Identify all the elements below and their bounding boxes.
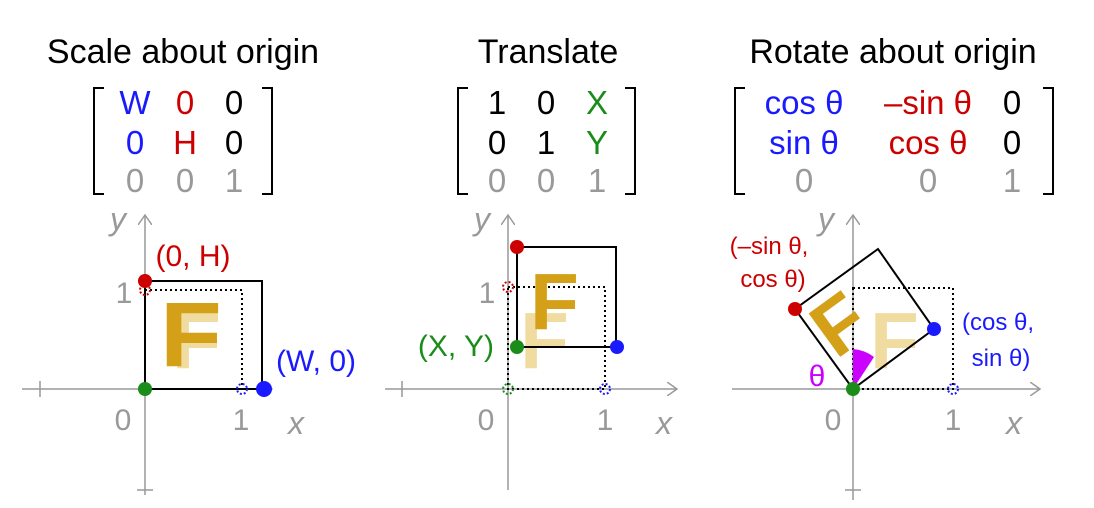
panel-title: Translate <box>478 33 618 71</box>
matrix-cell: X <box>586 84 608 121</box>
axis-one-label: 1 <box>597 404 614 437</box>
point-top <box>138 274 152 288</box>
origin-point <box>138 382 152 396</box>
label-right-line2: sin θ) <box>972 345 1031 372</box>
point-ghost <box>502 383 514 395</box>
panel-scale: Scale about origin W 0 0 0 H 0 0 0 1 0 1… <box>22 33 356 495</box>
matrix-cell: Y <box>586 124 608 161</box>
point-right <box>610 340 624 354</box>
translated-square <box>516 246 617 348</box>
panel-title: Rotate about origin <box>749 33 1036 71</box>
matrix-cell: 1 <box>588 162 606 199</box>
axis-zero-label: 0 <box>478 404 495 437</box>
point-top <box>510 240 524 254</box>
axes: 0 1 x y <box>732 201 1040 500</box>
unit-square-original <box>852 287 954 390</box>
matrix-cell: sin θ <box>769 124 839 161</box>
matrix-cell: 0 <box>537 162 555 199</box>
matrix-cell: 1 <box>488 84 506 121</box>
point-top <box>788 302 802 316</box>
matrix-cell: 0 <box>537 84 555 121</box>
matrix-cell: H <box>173 124 197 161</box>
f-glyph-original: F <box>520 296 569 385</box>
matrix-cell: 0 <box>1003 124 1021 161</box>
axis-zero-label: 0 <box>115 404 132 437</box>
axis-one-label: 1 <box>945 404 962 437</box>
point-right <box>927 322 941 336</box>
axis-one-label: 1 <box>479 277 496 310</box>
matrix-cell: cos θ <box>765 84 844 121</box>
matrix-cell: 0 <box>1003 84 1021 121</box>
x-axis-label: x <box>654 405 673 441</box>
unit-square-original <box>144 289 243 390</box>
rotated-square <box>793 247 936 391</box>
matrix-cell: W <box>119 84 151 121</box>
label-top: (0, H) <box>156 240 231 273</box>
matrix-cell: 0 <box>126 162 144 199</box>
matrix-cell: 0 <box>488 162 506 199</box>
matrix-cell: cos θ <box>889 124 968 161</box>
label-right-line1: (cos θ, <box>962 309 1034 336</box>
point-ghost <box>502 281 514 293</box>
matrix: 1 0 X 0 1 Y 0 0 1 <box>457 84 636 199</box>
matrix-cell: 0 <box>488 124 506 161</box>
matrix: cos θ –sin θ 0 sin θ cos θ 0 0 0 1 <box>734 84 1054 199</box>
label-left-line1: (–sin θ, <box>730 233 809 260</box>
unit-square-original <box>507 286 606 390</box>
matrix-cell: 1 <box>1003 162 1021 199</box>
point-right <box>256 381 272 397</box>
angle-label: θ <box>809 360 826 393</box>
panel-rotate: Rotate about origin cos θ –sin θ 0 sin θ… <box>730 33 1054 500</box>
axis-one-label: 1 <box>116 277 133 310</box>
label-origin: (X, Y) <box>418 330 494 363</box>
axes: 0 1 1 x y <box>22 201 305 495</box>
label-right: (W, 0) <box>276 345 356 378</box>
f-glyph-translated: F <box>530 257 579 346</box>
matrix-cell: 0 <box>126 124 144 161</box>
f-glyph-scaled: F <box>160 283 222 386</box>
angle-wedge <box>853 349 874 389</box>
axis-zero-label: 0 <box>825 404 842 437</box>
panel-title: Scale about origin <box>47 33 319 71</box>
y-axis-label: y <box>816 201 836 237</box>
point-ghost <box>139 284 151 296</box>
axes: 0 1 1 x y <box>385 201 677 490</box>
matrix-cell: 0 <box>795 162 813 199</box>
matrix-cell: 0 <box>176 162 194 199</box>
y-axis-label: y <box>472 201 492 237</box>
origin-point <box>846 382 860 396</box>
matrix: W 0 0 0 H 0 0 0 1 <box>93 84 273 199</box>
x-axis-label: x <box>1004 405 1023 441</box>
x-axis-label: x <box>286 405 305 441</box>
panel-translate: Translate 1 0 X 0 1 Y 0 0 1 0 1 1 x y F <box>385 33 677 490</box>
matrix-cell: 1 <box>225 162 243 199</box>
scaled-square <box>144 280 263 390</box>
matrix-cell: 0 <box>225 84 243 121</box>
y-axis-label: y <box>108 201 128 237</box>
matrix-cell: 0 <box>225 124 243 161</box>
f-glyph-original: F <box>172 296 221 385</box>
matrix-cell: 1 <box>537 124 555 161</box>
axis-one-label: 1 <box>233 404 250 437</box>
matrix-cell: 0 <box>176 84 194 121</box>
point-ghost <box>947 383 959 395</box>
label-left-line2: cos θ) <box>740 266 805 293</box>
origin-point <box>510 340 524 354</box>
matrix-cell: –sin θ <box>884 84 972 121</box>
point-ghost <box>236 383 248 395</box>
point-ghost <box>599 383 611 395</box>
matrix-cell: 0 <box>919 162 937 199</box>
